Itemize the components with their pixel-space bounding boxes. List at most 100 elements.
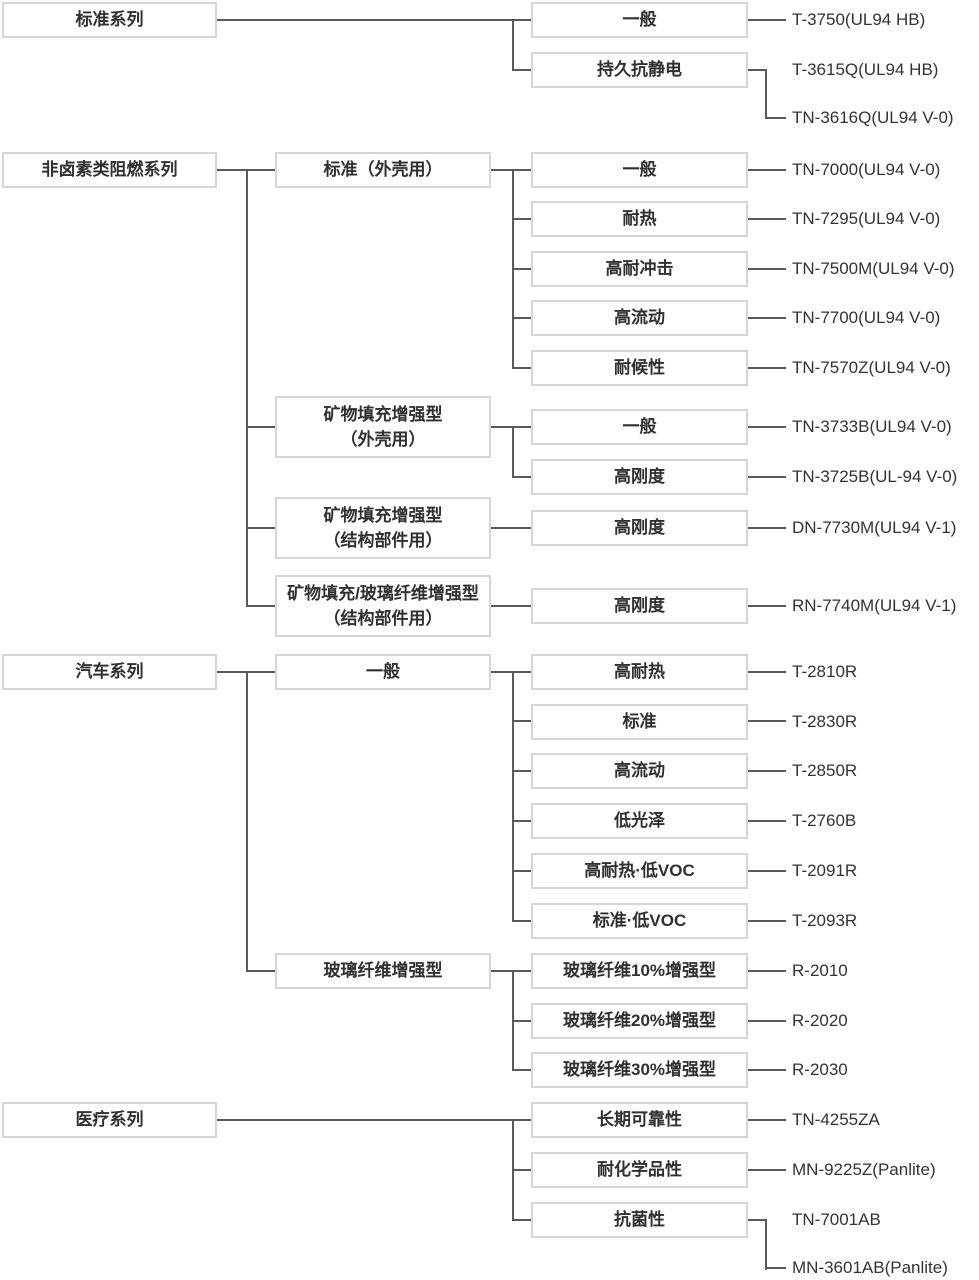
category-box: 高耐冲击 — [531, 251, 748, 287]
connector-line — [512, 268, 531, 270]
connector-line — [491, 970, 531, 972]
connector-line — [748, 1219, 767, 1221]
connector-line — [246, 169, 248, 607]
connector-line — [748, 367, 786, 369]
connector-line — [512, 476, 531, 478]
connector-line — [765, 1267, 786, 1269]
connector-line — [748, 605, 786, 607]
category-box: 标准·低VOC — [531, 903, 748, 939]
category-box: 高流动 — [531, 753, 748, 789]
connector-line — [512, 1169, 531, 1171]
connector-line — [748, 671, 786, 673]
connector-line — [491, 169, 531, 171]
connector-line — [748, 169, 786, 171]
connector-line — [246, 671, 248, 972]
connector-line — [512, 671, 514, 922]
connector-line — [246, 426, 275, 428]
grade-label: MN-3601AB(Panlite) — [792, 1258, 948, 1277]
connector-line — [512, 218, 531, 220]
grade-label: TN-3725B(UL-94 V-0) — [792, 467, 958, 486]
connector-line — [512, 1219, 531, 1221]
category-box: 低光泽 — [531, 803, 748, 839]
grade-label: T-2810R — [792, 662, 858, 681]
grade-label: T-2830R — [792, 712, 858, 731]
series-box-medical: 医疗系列 — [2, 1102, 217, 1138]
grade-label: TN-7700(UL94 V-0) — [792, 308, 941, 327]
group-box-mineral-housing: 矿物填充增强型 （外壳用） — [275, 396, 491, 458]
connector-line — [491, 426, 531, 428]
connector-line — [748, 426, 786, 428]
connector-line — [748, 317, 786, 319]
connector-line — [512, 69, 531, 71]
category-box: 长期可靠性 — [531, 1102, 748, 1138]
connector-line — [765, 69, 767, 119]
category-box: 耐化学品性 — [531, 1152, 748, 1188]
grade-label: T-3615Q(UL94 HB) — [792, 60, 939, 79]
grade-label: TN-7001AB — [792, 1210, 881, 1229]
grade-label: RN-7740M(UL94 V-1) — [792, 596, 957, 615]
grade-label: TN-4255ZA — [792, 1110, 880, 1129]
connector-line — [748, 476, 786, 478]
category-box: 高耐热·低VOC — [531, 853, 748, 889]
group-box-mineral-structural: 矿物填充增强型 （结构部件用） — [275, 497, 491, 559]
category-box: 高流动 — [531, 300, 748, 336]
category-box: 耐候性 — [531, 350, 748, 386]
connector-line — [748, 19, 786, 21]
group-box-standard-housing: 标准（外壳用） — [275, 152, 491, 188]
connector-line — [491, 527, 531, 529]
category-box: 高耐热 — [531, 654, 748, 690]
connector-line — [748, 870, 786, 872]
connector-line — [748, 527, 786, 529]
grade-label: TN-3733B(UL94 V-0) — [792, 417, 952, 436]
connector-line — [748, 268, 786, 270]
category-box: 玻璃纤维20%增强型 — [531, 1003, 748, 1039]
connector-line — [512, 19, 514, 71]
category-box: 一般 — [531, 2, 748, 38]
connector-line — [748, 920, 786, 922]
grade-label: T-2091R — [792, 861, 858, 880]
grade-label: TN-3616Q(UL94 V-0) — [792, 108, 954, 127]
grade-label: T-2760B — [792, 811, 857, 830]
grade-label: R-2010 — [792, 961, 848, 980]
connector-line — [748, 1169, 786, 1171]
category-box: 玻璃纤维10%增强型 — [531, 953, 748, 989]
connector-line — [217, 1119, 531, 1121]
series-box-non-halogen: 非卤素类阻燃系列 — [2, 152, 217, 188]
category-box: 持久抗静电 — [531, 52, 748, 88]
connector-line — [491, 605, 531, 607]
category-box: 耐热 — [531, 201, 748, 237]
grade-label: R-2020 — [792, 1011, 848, 1030]
series-box-standard: 标准系列 — [2, 2, 217, 38]
grade-label: T-2093R — [792, 911, 858, 930]
category-box: 一般 — [531, 152, 748, 188]
connector-line — [217, 19, 531, 21]
connector-line — [748, 69, 767, 71]
grade-label: MN-9225Z(Panlite) — [792, 1160, 936, 1179]
connector-line — [748, 1119, 786, 1121]
connector-line — [512, 770, 531, 772]
connector-line — [246, 605, 275, 607]
group-box-mineral-glass-structural: 矿物填充/玻璃纤维增强型 （结构部件用） — [275, 575, 491, 637]
connector-line — [748, 1069, 786, 1071]
connector-line — [491, 671, 531, 673]
connector-line — [748, 218, 786, 220]
connector-line — [765, 117, 786, 119]
connector-line — [246, 970, 275, 972]
connector-line — [512, 367, 531, 369]
group-box-auto-general: 一般 — [275, 654, 491, 690]
grade-label: DN-7730M(UL94 V-1) — [792, 518, 957, 537]
grade-label: TN-7000(UL94 V-0) — [792, 160, 941, 179]
category-box: 高刚度 — [531, 459, 748, 495]
series-box-automotive: 汽车系列 — [2, 654, 217, 690]
connector-line — [748, 1020, 786, 1022]
grade-label: T-2850R — [792, 761, 858, 780]
category-box: 玻璃纤维30%增强型 — [531, 1052, 748, 1088]
category-box: 抗菌性 — [531, 1202, 748, 1238]
connector-line — [512, 1020, 531, 1022]
group-box-glass-fiber: 玻璃纤维增强型 — [275, 953, 491, 989]
connector-line — [748, 770, 786, 772]
connector-line — [748, 720, 786, 722]
connector-line — [512, 317, 531, 319]
connector-line — [765, 1219, 767, 1270]
